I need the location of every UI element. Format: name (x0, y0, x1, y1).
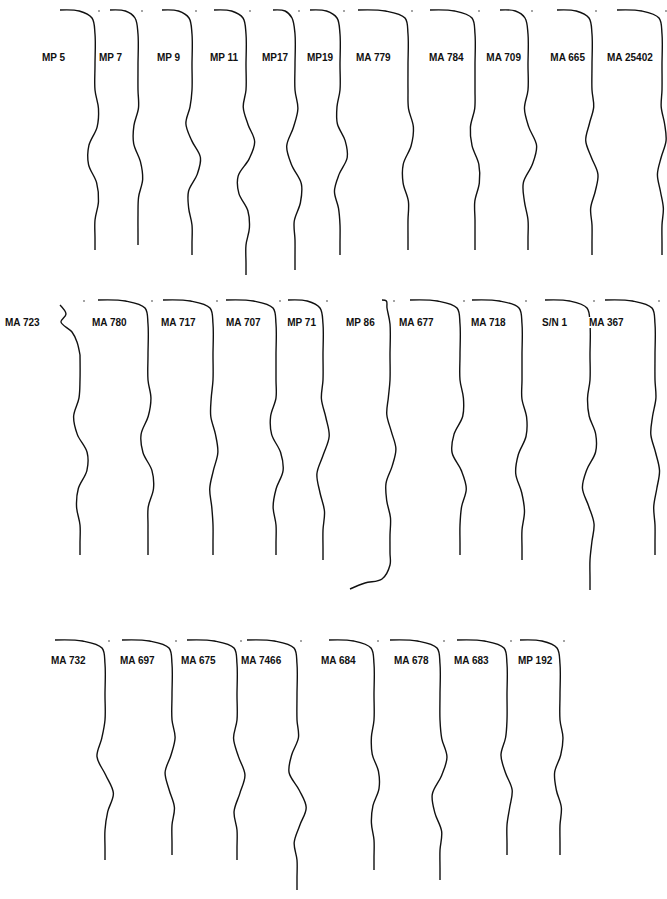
specimen-label: MP19 (306, 52, 334, 63)
vessel-profile (410, 300, 466, 555)
vessel-profile (163, 300, 218, 555)
specimen-label: MA 784 (428, 52, 465, 63)
axis-dot (141, 10, 143, 12)
axis-dot (593, 300, 595, 302)
specimen-label: MP 5 (41, 52, 66, 63)
axis-dot (83, 300, 85, 302)
axis-dot (216, 300, 218, 302)
specimen-label: MA 732 (50, 655, 87, 666)
specimen-label: MP 11 (209, 52, 239, 63)
specimen-label: MA 683 (453, 655, 490, 666)
axis-dot (478, 10, 480, 12)
axis-dot (411, 10, 413, 12)
axis-dot (98, 10, 100, 12)
vessel-profile (98, 300, 154, 555)
axis-dot (393, 300, 395, 302)
vessel-profile (557, 10, 598, 255)
vessel-profile (520, 640, 563, 855)
axis-dot (377, 640, 379, 642)
vessel-profile (214, 10, 255, 275)
vessel-profile (430, 10, 480, 250)
vessel-profile (226, 300, 283, 555)
specimen-label: MA 367 (588, 317, 625, 328)
specimen-label: MP 71 (286, 317, 317, 328)
specimen-label: MA 677 (398, 317, 435, 328)
vessel-profile (55, 640, 113, 860)
axis-dot (298, 10, 300, 12)
axis-dot (240, 640, 242, 642)
specimen-label: MA 718 (470, 317, 507, 328)
axis-dot (531, 10, 533, 12)
vessel-profile (457, 640, 512, 855)
vessel-profile (162, 10, 201, 255)
axis-dot (443, 640, 445, 642)
vessel-profile (390, 640, 447, 880)
axis-dot (525, 300, 527, 302)
axis-dot (463, 300, 465, 302)
specimen-label: MA 675 (180, 655, 217, 666)
vessel-profile (472, 300, 527, 560)
axis-dot (343, 10, 345, 12)
specimen-label: MP 86 (345, 317, 376, 328)
specimen-label: MA 717 (160, 317, 197, 328)
axis-dot (249, 10, 251, 12)
vessel-profile (350, 300, 396, 589)
specimen-label: MP 192 (517, 655, 553, 666)
axis-dot (279, 300, 281, 302)
axis-dot (195, 10, 197, 12)
specimen-label: MA 7466 (240, 655, 282, 666)
specimen-label: MA 697 (119, 655, 156, 666)
vessel-profile (273, 10, 302, 270)
vessel-profile (288, 300, 329, 560)
specimen-label: MA 678 (393, 655, 430, 666)
vessel-profile (60, 10, 99, 250)
vessel-profile (605, 300, 660, 555)
axis-dot (510, 640, 512, 642)
axis-dot (300, 640, 302, 642)
vessel-profile (310, 10, 347, 255)
specimen-label: MA 780 (91, 317, 128, 328)
specimen-label: MA 723 (4, 317, 41, 328)
vessel-profile (500, 10, 537, 250)
specimen-label: MA 779 (355, 52, 392, 63)
axis-dot (563, 640, 565, 642)
vessel-profile (358, 10, 413, 250)
vessel-profile (60, 305, 88, 555)
axis-dot (326, 300, 328, 302)
vessel-profile (617, 10, 666, 255)
specimen-label: MA 709 (485, 52, 522, 63)
vessel-profile (110, 10, 143, 245)
axis-dot (175, 640, 177, 642)
axis-dot (665, 10, 667, 12)
axis-dot (658, 300, 660, 302)
axis-dot (595, 10, 597, 12)
specimen-label: MA 665 (549, 52, 586, 63)
vessel-profile (545, 300, 597, 590)
vessel-profile (122, 640, 175, 855)
vessel-profile (329, 640, 379, 870)
specimen-label: MP 9 (156, 52, 181, 63)
specimen-label: S/N 1 (541, 317, 568, 328)
vessel-profile (247, 640, 306, 890)
specimen-label: MA 25402 (606, 52, 654, 63)
specimen-label: MA 707 (225, 317, 262, 328)
specimen-label: MP 7 (98, 52, 123, 63)
axis-dot (108, 640, 110, 642)
specimen-label: MA 684 (320, 655, 357, 666)
vessel-profile (187, 640, 245, 860)
specimen-label: MP17 (261, 52, 289, 63)
axis-dot (151, 300, 153, 302)
